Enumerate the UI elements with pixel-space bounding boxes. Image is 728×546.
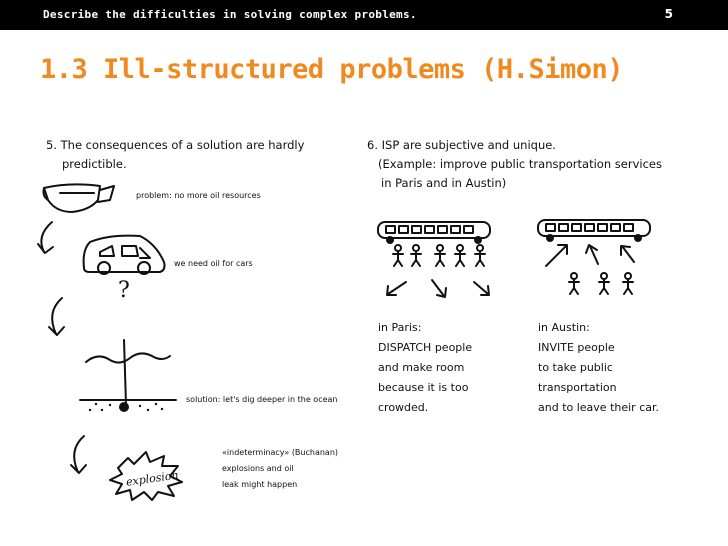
caption-indeterminacy: «indeterminacy» (Buchanan) [222, 448, 339, 457]
point-5-line2: predictible. [62, 157, 127, 171]
austin-line: in Austin: [538, 321, 590, 334]
title-text: Ill-structured problems (H.Simon) [103, 54, 623, 85]
paris-line: because it is too [378, 381, 469, 394]
curved-arrow-icon [37, 221, 54, 254]
austin-line: INVITE people [538, 341, 615, 354]
paris-line: and make room [378, 361, 465, 374]
header-bar: Describe the difficulties in solving com… [0, 0, 728, 30]
arrow-icon [585, 244, 599, 265]
question-mark: ? [118, 278, 130, 303]
curved-arrow-icon [48, 297, 65, 336]
ocean-drill-icon [79, 339, 177, 412]
austin-line: transportation [538, 381, 617, 394]
car-icon [82, 234, 166, 275]
austin-line: and to leave their car. [538, 401, 659, 414]
arrow-icon [473, 281, 490, 296]
explosion-icon [109, 451, 183, 501]
point-5-line1: 5. The consequences of a solution are ha… [46, 138, 305, 152]
caption-leak: leak might happen [222, 480, 298, 489]
paris-line: crowded. [378, 401, 429, 414]
paris-line: in Paris: [378, 321, 422, 334]
arrow-icon [545, 244, 568, 267]
paris-line: DISPATCH people [378, 341, 473, 354]
point-6-line3: in Paris and in Austin) [381, 176, 507, 190]
arrow-icon [431, 279, 447, 298]
point-6-line1: 6. ISP are subjective and unique. [367, 138, 556, 152]
caption-solution: solution: let's dig deeper in the ocean [186, 395, 338, 404]
austin-line: to take public [538, 361, 613, 374]
caption-explosions: explosions and oil [222, 464, 294, 473]
paris-bus-icon [377, 221, 491, 244]
arrow-icon [620, 245, 635, 263]
arrow-icon [386, 281, 407, 296]
point-6-line2: (Example: improve public transportation … [378, 157, 662, 171]
austin-bus-icon [537, 219, 651, 242]
page-number: 5 [664, 7, 673, 21]
slide-title: 1.3 Ill-structured problems (H.Simon) [40, 54, 623, 85]
title-number: 1.3 [40, 54, 88, 85]
paris-people-icon [392, 244, 486, 267]
caption-oil: problem: no more oil resources [136, 191, 261, 200]
caption-cars: we need oil for cars [174, 259, 253, 268]
oil-can-icon [42, 183, 115, 213]
austin-people-icon [568, 272, 634, 295]
slide-subtitle: Describe the difficulties in solving com… [43, 8, 417, 21]
curved-arrow-icon [70, 435, 87, 474]
